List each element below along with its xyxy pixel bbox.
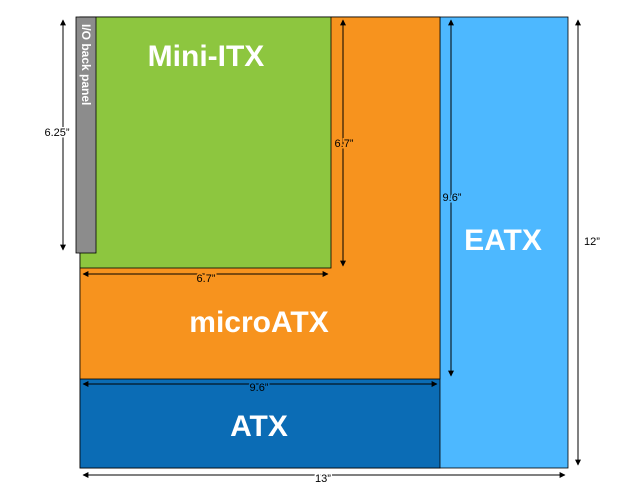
- io-back-panel: [75, 16, 97, 254]
- eatx-width-label: 13”: [315, 473, 331, 485]
- eatx-label: EATX: [464, 224, 542, 257]
- io-panel-label: I/O back panel: [79, 24, 93, 105]
- microatx-height-label: 9.6”: [443, 192, 462, 204]
- miniitx-board: [79, 16, 332, 269]
- miniitx-height-label: 6.7”: [335, 138, 354, 150]
- miniitx-width-label: 6.7”: [197, 273, 216, 285]
- atx-label: ATX: [230, 410, 288, 443]
- miniitx-label: Mini-ITX: [148, 40, 265, 73]
- io-height-label: 6.25”: [44, 127, 69, 139]
- microatx-label: microATX: [189, 306, 328, 339]
- eatx-height-label: 12”: [584, 236, 600, 248]
- atx-width-label: 9.6”: [250, 382, 269, 394]
